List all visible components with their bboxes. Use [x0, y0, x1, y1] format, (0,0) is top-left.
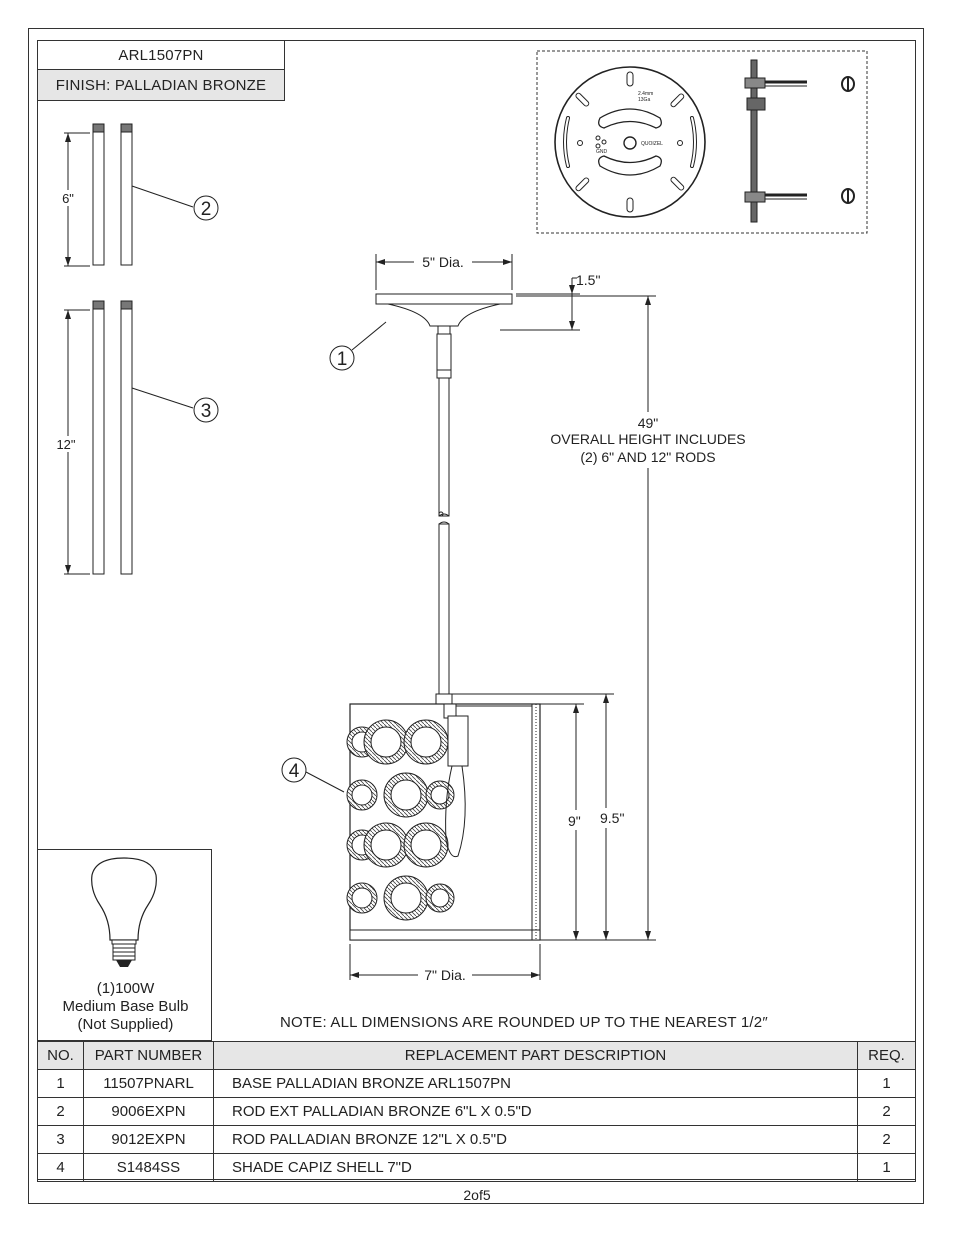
light-bulb-icon: [91, 857, 157, 967]
row-no: 2: [37, 1097, 84, 1126]
bulb-note: (Not Supplied): [77, 1016, 174, 1033]
row-no: 4: [37, 1153, 84, 1182]
stem: [435, 333, 453, 705]
table-row: 2 9006EXPN ROD EXT PALLADIAN BRONZE 6"L …: [37, 1097, 916, 1126]
finish-label: FINISH: PALLADIAN BRONZE: [37, 69, 285, 101]
row-no: 3: [37, 1125, 84, 1154]
row-part-number: 11507PNARL: [83, 1069, 214, 1098]
shade-height: 9": [568, 813, 581, 829]
svg-text:3: 3: [201, 401, 212, 422]
table-row: 1 11507PNARL BASE PALLADIAN BRONZE ARL15…: [37, 1069, 916, 1098]
canopy-height: 1.5": [576, 272, 600, 288]
overall-height-note-2: (2) 6" AND 12" RODS: [580, 449, 715, 465]
bulb-wattage: (1)100W: [96, 980, 155, 997]
svg-text:1: 1: [337, 349, 348, 370]
header-no: NO.: [37, 1041, 84, 1070]
rod-short-length: 6": [62, 191, 74, 206]
svg-text:2: 2: [201, 199, 212, 220]
rod-short-pair: 6" 2: [60, 123, 219, 267]
rod-long-length: 12": [56, 437, 75, 452]
row-description: BASE PALLADIAN BRONZE ARL1507PN: [213, 1069, 858, 1098]
page-border: [28, 28, 924, 1204]
svg-text:13Ga: 13Ga: [638, 97, 650, 103]
callout-1: [329, 345, 355, 371]
bulb-type: Medium Base Bulb: [62, 998, 189, 1015]
svg-text:QUOIZEL: QUOIZEL: [641, 141, 663, 147]
canopy-diameter: 5" Dia.: [422, 254, 464, 270]
row-req: 1: [857, 1069, 916, 1098]
row-description: SHADE CAPIZ SHELL 7"D: [213, 1153, 858, 1182]
svg-text:4: 4: [289, 761, 300, 782]
parts-table: NO. PART NUMBER REPLACEMENT PART DESCRIP…: [37, 1041, 916, 1182]
row-req: 2: [857, 1097, 916, 1126]
table-header-row: NO. PART NUMBER REPLACEMENT PART DESCRIP…: [37, 1041, 916, 1070]
mounting-plate-icon: [554, 66, 706, 218]
overall-height-note-1: OVERALL HEIGHT INCLUDES: [550, 431, 745, 447]
row-no: 1: [37, 1069, 84, 1098]
dimension-note: NOTE: ALL DIMENSIONS ARE ROUNDED UP TO T…: [280, 1014, 768, 1031]
table-row: 3 9012EXPN ROD PALLADIAN BRONZE 12"L X 0…: [37, 1125, 916, 1154]
shade-diameter: 7" Dia.: [424, 967, 466, 983]
fixture-height: 9.5": [600, 810, 624, 826]
callout-3: [193, 397, 219, 423]
row-req: 2: [857, 1125, 916, 1154]
page-number: 2of5: [463, 1187, 491, 1203]
shade: 4: [281, 703, 541, 941]
row-description: ROD EXT PALLADIAN BRONZE 6"L X 0.5"D: [213, 1097, 858, 1126]
canopy: 5" Dia. 1.5" 1: [329, 254, 600, 371]
row-part-number: 9012EXPN: [83, 1125, 214, 1154]
overall-height-dimension: 49" OVERALL HEIGHT INCLUDES (2) 6" AND 1…: [516, 295, 746, 940]
header-part-number: PART NUMBER: [83, 1041, 214, 1070]
svg-text:2.4mm: 2.4mm: [638, 91, 653, 97]
row-part-number: S1484SS: [83, 1153, 214, 1182]
bulb-info-box: (1)100W Medium Base Bulb (Not Supplied): [37, 849, 212, 1041]
shade-dimensions: 9" 9.5" 7" Dia.: [349, 693, 656, 983]
row-req: 1: [857, 1153, 916, 1182]
callout-4: [281, 757, 307, 783]
rod-long-pair: 12" 3: [56, 300, 219, 575]
header-req: REQ.: [857, 1041, 916, 1070]
header-description: REPLACEMENT PART DESCRIPTION: [213, 1041, 858, 1070]
mounting-plate-detail: 2.4mm 13Ga GND QUOIZEL: [536, 50, 868, 234]
row-part-number: 9006EXPN: [83, 1097, 214, 1126]
table-row: 4 S1484SS SHADE CAPIZ SHELL 7"D 1: [37, 1153, 916, 1182]
svg-text:GND: GND: [596, 149, 608, 155]
callout-2: [193, 195, 219, 221]
overall-height-value: 49": [638, 415, 659, 431]
row-description: ROD PALLADIAN BRONZE 12"L X 0.5"D: [213, 1125, 858, 1154]
